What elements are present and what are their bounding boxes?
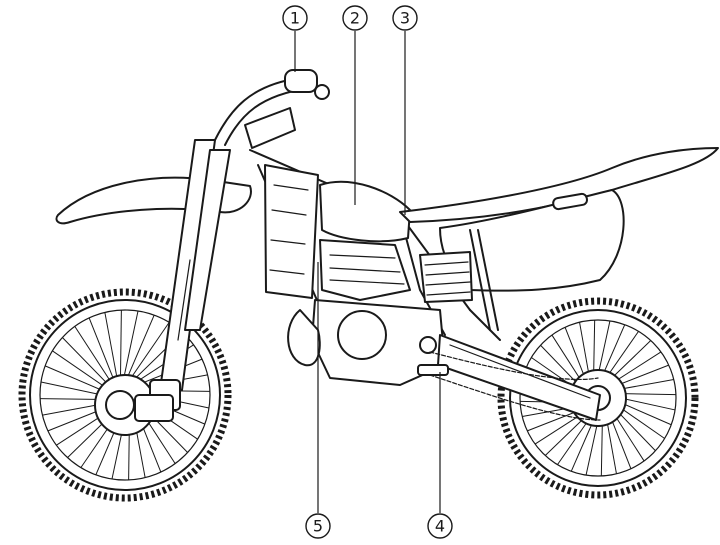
callout-1: 1 bbox=[282, 5, 308, 31]
fuel-tank bbox=[319, 180, 411, 243]
rear-shock bbox=[469, 229, 499, 331]
footpeg bbox=[417, 364, 449, 376]
callout-3-number: 3 bbox=[400, 9, 410, 28]
wheel-spoke bbox=[124, 314, 155, 384]
side-cover-badge bbox=[552, 192, 588, 211]
callout-1-number: 1 bbox=[290, 9, 300, 28]
radiator bbox=[264, 164, 319, 299]
chain bbox=[429, 351, 601, 421]
callout-3: 3 bbox=[392, 5, 418, 31]
brake-caliper bbox=[134, 394, 174, 422]
wheel-spoke bbox=[119, 310, 122, 384]
callout-4-number: 4 bbox=[435, 517, 445, 536]
wheel-spoke bbox=[126, 322, 170, 384]
engine bbox=[311, 239, 446, 386]
wheel-spoke bbox=[122, 310, 139, 384]
callout-5-number: 5 bbox=[313, 517, 323, 536]
callout-5: 5 bbox=[305, 513, 331, 539]
front-fork bbox=[149, 139, 231, 411]
swingarm bbox=[437, 334, 601, 421]
air-box bbox=[419, 251, 473, 303]
handlebar bbox=[214, 69, 330, 149]
wheel-spoke bbox=[74, 326, 116, 389]
callout-2-number: 2 bbox=[350, 9, 360, 28]
exhaust-pipe bbox=[287, 309, 321, 367]
callout-4: 4 bbox=[427, 513, 453, 539]
wheel-spoke bbox=[88, 317, 117, 387]
leader-lines bbox=[294, 31, 441, 513]
seat bbox=[399, 147, 719, 223]
callout-2: 2 bbox=[342, 5, 368, 31]
wheel-spoke bbox=[104, 312, 119, 386]
